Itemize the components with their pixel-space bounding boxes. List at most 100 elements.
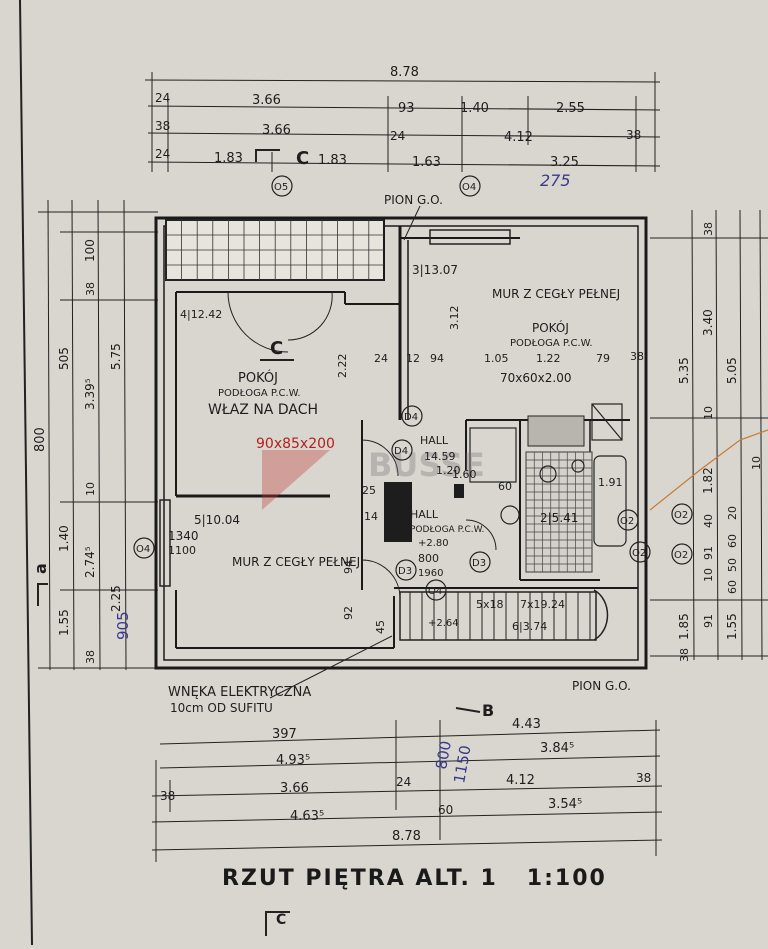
building-walls [154,216,648,670]
sheet-margin-line [19,0,33,946]
symbol-label: D3 [472,558,486,569]
interior-dim-label: 24 [374,352,388,365]
symbol-circle [425,579,447,601]
dim-right-10: 10 [702,406,715,420]
dim-top-r4-b: 1.83 [214,151,243,166]
dim-top-r2-c: 93 [398,101,415,116]
dim-right-182: 1.82 [701,467,715,494]
watermark: BUSSE [262,446,485,510]
symbol-label: O5 [274,182,288,193]
dim-bottom-3845: 3.84⁵ [540,741,574,756]
dim-left-225: 2.25 [109,585,123,612]
dim-right-340: 3.40 [701,309,715,336]
symbol-circle [459,175,481,197]
dim-right-60: 60 [726,534,739,548]
dim-bottom-60: 60 [438,803,453,817]
bathtub [593,455,627,547]
dim-left-2745: 2.74⁵ [83,546,97,578]
dim-right-91a: 91 [702,546,715,560]
dim-bottom-397: 397 [272,727,297,742]
dim-top-r3-c: 24 [390,129,405,143]
dim-top-r2-e: 2.55 [556,101,585,116]
dim-bottom-38: 38 [636,771,651,785]
room5-code: 5|10.04 [194,513,240,527]
plan-title-text: RZUT PIĘTRA ALT. 1 [222,866,498,891]
handwritten-1150: 1150 [450,744,474,785]
hall1-area: 14.59 [424,450,456,463]
section-label-c-top: C [296,148,309,169]
interior-dim-label: 12 [406,352,420,365]
symbol-circle [271,175,293,197]
dim-right-155: 1.55 [725,613,739,640]
room3-floor: PODŁOGA P.C.W. [510,338,593,349]
dim-left-505: 505 [57,347,71,370]
plan-title: RZUT PIĘTRA ALT. 1 1:100 [222,866,607,891]
section-label-c-bottom: C [276,912,286,928]
terrace-grid [165,219,385,281]
hall2-level: +2.80 [418,538,449,549]
interior-dim-label: 1.91 [598,476,623,489]
dim-top-total: 8.78 [390,65,419,80]
room4-hatch: 90x85x200 [256,436,335,452]
dim-top-r4-c: 1.83 [318,153,347,168]
interior-dim-label: 2.22 [336,354,349,379]
handwritten-800: 800 [432,739,455,770]
interior-dim-label: 94 [430,352,444,365]
section-mark-c-bottom [265,911,290,936]
room2-code: 2|5.41 [540,511,578,525]
window-room3 [429,229,511,245]
dim-top-r4-e: 3.25 [550,155,579,170]
wneka-label: WNĘKA ELEKTRYCZNA [168,685,311,700]
dim-bottom-38b: 38 [160,789,175,803]
dim-bottom-3545: 3.54⁵ [548,797,582,812]
interior-dim-label: 94 [342,560,355,574]
plan-scale: 1:100 [526,866,607,891]
door-1960: 1960 [418,568,443,579]
room4-code: 4|12.42 [180,308,222,321]
symbol-circle [469,551,491,573]
symbol-circle [671,543,693,565]
pion-top-label: PION G.O. [384,193,443,207]
bottom-dimension-lines [151,720,663,862]
wneka-leader [269,635,393,699]
dim-bottom-4935: 4.93⁵ [276,753,310,768]
dim-right-535: 5.35 [677,357,691,384]
door-1100: 1100 [168,544,196,557]
dim-top-r2-b: 3.66 [252,93,281,108]
door-1340: 1340 [168,529,199,543]
symbol-label: O4 [462,182,476,193]
symbol-circle [401,405,423,427]
dim-left-100: 100 [83,239,97,262]
hall1-code: HALL [420,434,449,447]
cabinet [469,427,517,483]
toilet [539,465,557,483]
room6-code: 6|3.74 [512,620,547,633]
symbol-label: D4 [394,446,408,457]
dim-left-800: 800 [33,427,48,452]
dim-top-r2-d: 1.40 [460,101,489,116]
dim-right-40: 40 [702,514,715,528]
dim-bottom-443: 4.43 [512,717,541,732]
room3-name: MUR Z CEGŁY PEŁNEJ [492,287,620,301]
dim-top-r3-d: 4.12 [504,130,533,145]
symbol-circle [671,503,693,525]
symbol-label: O2 [674,550,688,561]
dim-bottom-412: 4.12 [506,773,535,788]
window-room5 [159,499,171,587]
interior-dim-label: 79 [596,352,610,365]
vent-box [591,403,623,441]
symbol-circle [617,509,639,531]
symbol-label: O2 [674,510,688,521]
dim-right-38a: 38 [702,222,715,236]
stairs-a: 5x18 [476,598,504,611]
symbol-circle [133,537,155,559]
section-mark-a [37,583,48,606]
interior-dim-label: 45 [374,620,387,634]
hall2-floor: PODŁOGA P.C.W. [410,525,484,535]
section-mark-b [455,707,481,713]
room3-note: 70x60x2.00 [500,371,571,385]
dim-top-r4-d: 1.63 [412,155,441,170]
dim-right-60b: 60 [726,580,739,594]
